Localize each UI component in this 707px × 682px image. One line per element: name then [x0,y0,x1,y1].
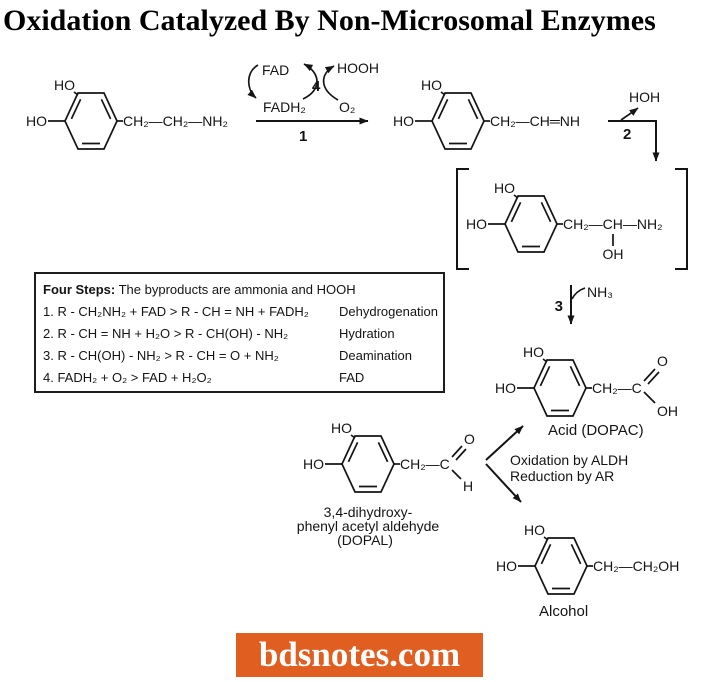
hydroxyl-label: HO [54,77,75,93]
curved-arrow-fad-to-fadh2 [247,64,259,99]
four-steps-box: Four Steps: The byproducts are ammonia a… [34,272,445,393]
hooh-label: HOOH [337,60,379,76]
hydroxyl-label: HO [494,180,515,196]
curved-arrow-o2-to-hooh [322,65,339,101]
four-steps-header: Four Steps: The byproducts are ammonia a… [43,279,436,301]
hydroxyl-label: HO [496,558,517,574]
bond [542,358,548,363]
curved-arrow-to-hoh [620,107,639,121]
dopal-name-line1: 3,4-dihydroxy- [324,504,413,520]
step-1-number: 1 [299,128,307,145]
left-bracket [456,168,469,270]
double-bond [455,448,467,461]
benzene-ring [504,195,558,253]
bond [451,469,462,480]
step-formula: 3. R - CH(OH) - NH₂ > R - CH = O + NH₂ [43,348,279,363]
benzene-ring [533,359,587,417]
side-chain-label: CH₂—C [400,456,450,472]
acid-dopac-label: Acid (DOPAC) [548,422,644,439]
step-reaction-name: Deamination [339,348,412,363]
reaction-arrow-3: NH₃ 3 [555,284,613,325]
structure-imine: HO HO CH₂—CH═NH [393,77,580,150]
structure-alcohol: HO HO CH₂—CH₂OH Alcohol [496,522,679,620]
double-bond [647,371,660,385]
bond [440,91,446,96]
four-steps-header-title: Four Steps: [43,282,116,297]
hydroxyl-label: HO [523,344,544,360]
benzene-ring [64,92,118,150]
step-2-number: 2 [623,126,631,143]
step-formula: 2. R - CH = NH + H₂O > R - CH(OH) - NH₂ [43,326,289,341]
side-chain-label: CH₂—C [592,380,642,396]
double-bond [451,445,463,458]
arrow-to-acid [485,425,524,461]
alcohol-label: Alcohol [539,603,588,620]
reaction-arrow-2: HOH 2 [608,89,660,162]
step-row-2: 2. R - CH = NH + H₂O > R - CH(OH) - NH₂ … [43,323,436,345]
fad-cycle: FAD FADH₂ HOOH O₂ 4 [247,60,379,115]
page-title: Oxidation Catalyzed By Non-Microsomal En… [3,4,656,37]
branch-arrows: Oxidation by ALDH Reduction by AR [485,425,628,503]
four-steps-header-text: The byproducts are ammonia and HOOH [115,282,356,297]
double-bond [643,368,656,382]
step-formula: 4. FADH₂ + O₂ > FAD + H₂O₂ [43,370,212,385]
step-3-number: 3 [555,298,563,315]
bond [513,194,519,199]
side-chain-label: CH₂—CH₂OH [593,558,679,574]
benzene-ring [341,435,395,493]
side-chain-label: CH₂—CH—NH₂ [563,216,663,232]
step-row-1: 1. R - CH₂NH₂ + FAD > R - CH = NH + FADH… [43,301,439,323]
hydroxyl-label: HO [421,77,442,93]
bond [543,536,549,541]
hydroxyl-label: HO [495,380,516,396]
oxidation-label: Oxidation by ALDH [510,452,628,468]
dopal-name-line3: (DOPAL) [337,532,393,548]
structure-dopal-aldehyde: HO HO CH₂—C O H 3,4-dihydroxy- phenyl ac… [297,420,475,548]
hydroxyl-label: HO [466,216,487,232]
nh3-label: NH₃ [587,284,613,300]
bond [643,391,656,404]
curved-arrow-fadh2-to-fad [302,63,318,100]
hoh-label: HOH [629,89,660,105]
aldehyde-hydrogen-label: H [463,478,473,494]
bdsnotes-logo[interactable]: bdsnotes.com [236,633,483,677]
arrow-to-alcohol [485,463,522,503]
reduction-label: Reduction by AR [510,468,614,484]
arrow [608,120,660,162]
hydroxyl-label: HO [393,113,414,129]
fadh2-label: FADH₂ [263,99,306,115]
hydroxyl-label: OH [657,403,678,419]
hydroxyl-label: HO [524,522,545,538]
o2-label: O₂ [339,99,355,115]
step-formula: 1. R - CH₂NH₂ + FAD > R - CH = NH + FADH… [43,304,309,319]
carbonyl-oxygen-label: O [464,431,475,447]
side-chain-label: CH₂—CH═NH [490,113,580,129]
side-chain-label: CH₂—CH₂—NH₂ [123,113,228,129]
step-reaction-name: FAD [339,370,365,385]
benzene-ring [534,537,588,595]
right-bracket [675,168,688,270]
reaction-arrow-1: 1 [256,117,369,145]
step-reaction-name: Hydration [339,326,395,341]
hydroxyl-label: HO [331,420,352,436]
hydroxyl-label: OH [603,246,624,262]
hydroxyl-label: HO [303,456,324,472]
branch-to-nh3 [571,287,586,300]
dopal-name-line2: phenyl acetyl aldehyde [297,518,440,534]
fad-label: FAD [262,62,289,78]
carbonyl-oxygen-label: O [657,353,668,369]
bond [73,91,79,96]
structure-aminol-intermediate: HO HO CH₂—CH—NH₂ OH [456,168,688,270]
structure-dopac-acid: HO HO CH₂—C O OH Acid (DOPAC) [495,344,678,439]
step-reaction-name: Dehydrogenation [339,304,439,319]
structure-dopamine: HO HO CH₂—CH₂—NH₂ [26,77,228,150]
step-row-3: 3. R - CH(OH) - NH₂ > R - CH = O + NH₂ D… [43,345,436,367]
benzene-ring [431,92,485,150]
bond [350,434,356,439]
hydroxyl-label: HO [26,113,47,129]
step-row-4: 4. FADH₂ + O₂ > FAD + H₂O₂ FAD [43,367,436,389]
